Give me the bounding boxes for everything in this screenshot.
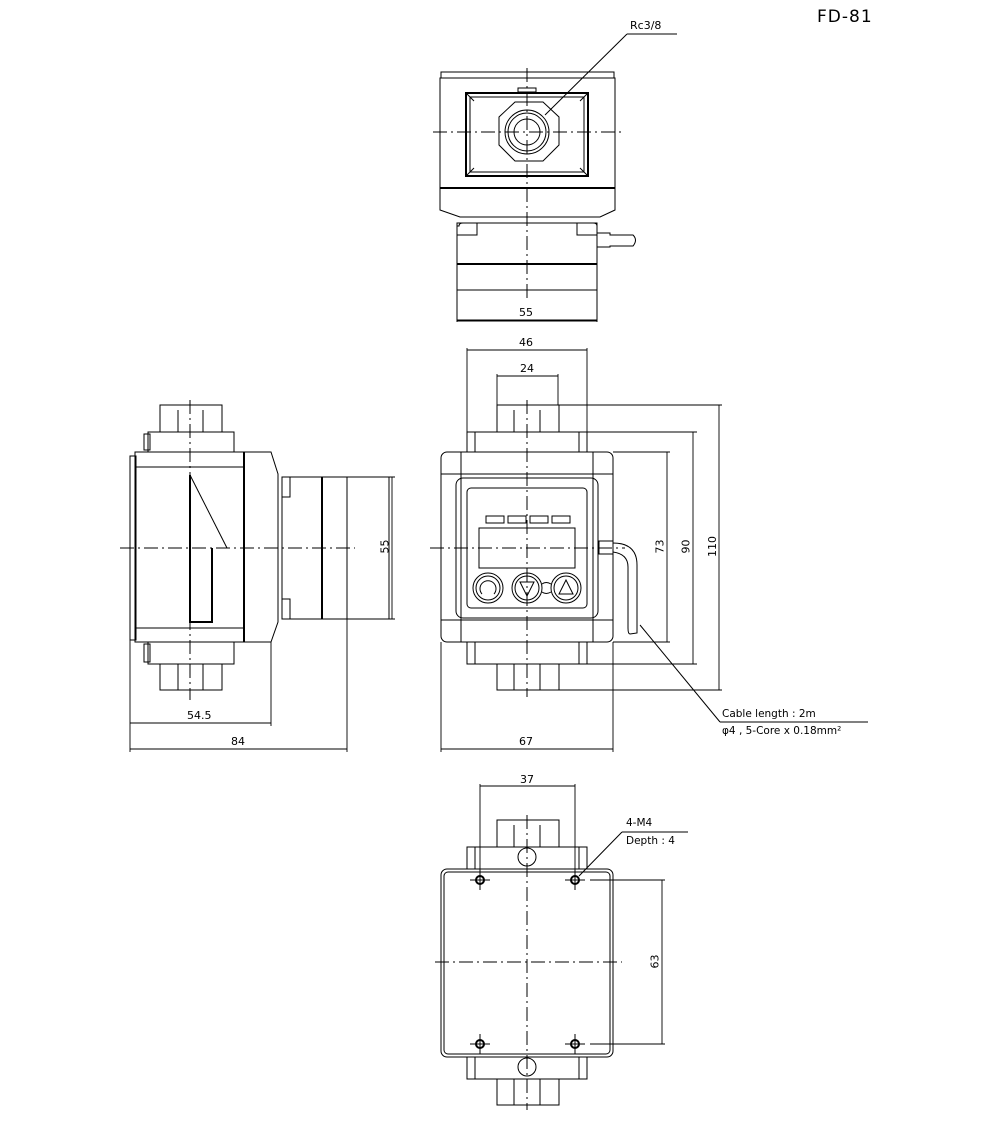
top-view (433, 33, 677, 322)
dim-text-46: 46 (519, 336, 533, 349)
port-hex-nut (498, 101, 560, 162)
led-indicator-2 (507, 515, 527, 524)
dim-text-73: 73 (653, 539, 667, 554)
cable-note-line2: φ4 , 5-Core x 0.18mm² (722, 725, 842, 737)
front-top-port (496, 404, 560, 433)
bottom-view (435, 784, 688, 1110)
dim-text-37: 37 (520, 773, 534, 786)
hole-note-line1: 4-M4 (626, 817, 653, 829)
port-label-rc3-8: Rc3/8 (630, 19, 662, 32)
dim-text-55-side: 55 (378, 539, 392, 554)
led-indicator-4 (551, 515, 571, 524)
rotate-icon (479, 580, 497, 595)
dim-text-110: 110 (706, 536, 719, 557)
mount-hole-4 (565, 1034, 585, 1054)
front-cable (612, 542, 638, 635)
dim-text-54-5: 54.5 (187, 709, 212, 722)
mount-hole-3 (470, 1034, 490, 1054)
dim-text-24: 24 (520, 362, 534, 375)
dim-text-63: 63 (648, 954, 662, 969)
cable-note-line1: Cable length : 2m (722, 708, 816, 720)
led-indicator-1 (485, 515, 505, 524)
dim-text-90: 90 (679, 539, 693, 554)
hole-note-line2: Depth : 4 (626, 835, 675, 847)
hole-leader (578, 831, 623, 877)
mode-button[interactable] (472, 572, 504, 604)
drawing-title: FD-81 (817, 7, 873, 27)
top-view-cable-stub (597, 232, 636, 248)
dim-text-55-top: 55 (519, 306, 533, 319)
cable-leader (639, 624, 721, 723)
dim-text-84: 84 (231, 735, 245, 748)
rc-port-leader (544, 33, 628, 116)
side-view (120, 400, 395, 752)
up-button[interactable] (550, 572, 582, 604)
front-view (430, 348, 868, 752)
up-triangle-icon (558, 578, 574, 595)
dim-text-67: 67 (519, 735, 533, 748)
led-indicator-3 (529, 515, 549, 524)
